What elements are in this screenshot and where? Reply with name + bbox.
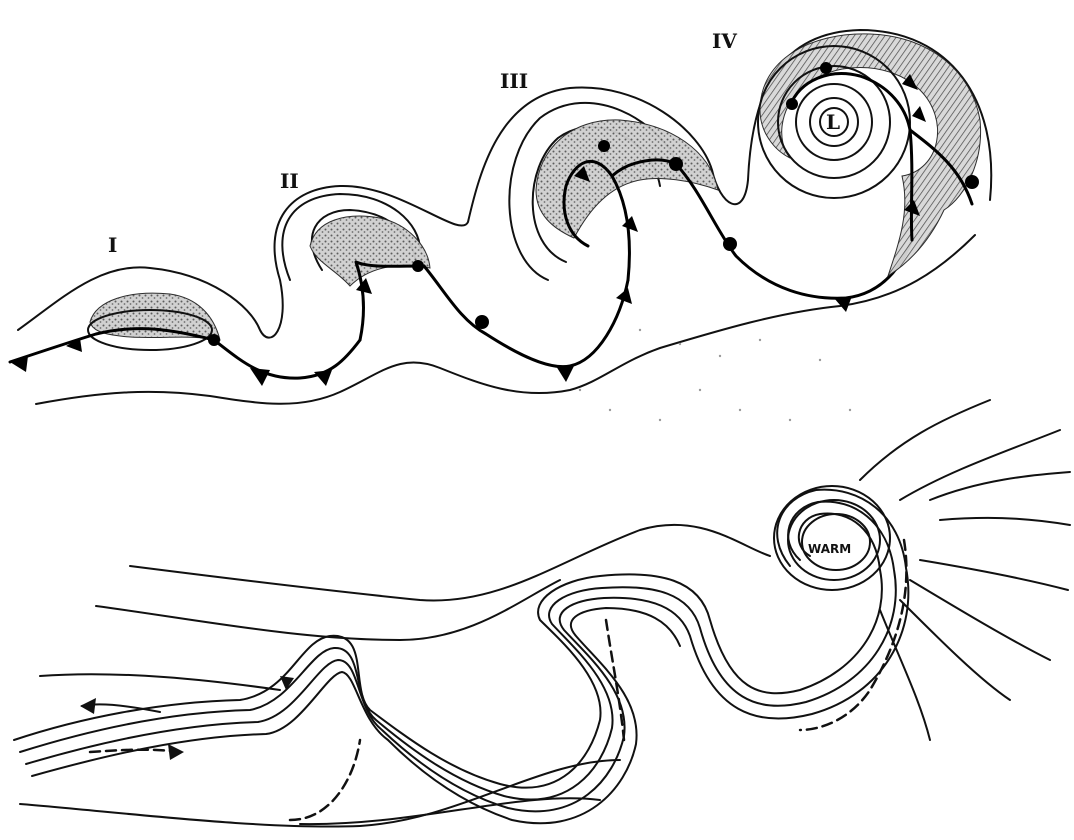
warm-front-semicircle bbox=[412, 260, 424, 272]
flowline-south-1 bbox=[20, 760, 620, 827]
isotherm-1 bbox=[14, 513, 882, 787]
stage-4-cyclone: L bbox=[758, 34, 981, 276]
stage-label-1: I bbox=[108, 233, 117, 257]
stage-1-cloud-band bbox=[90, 293, 220, 340]
low-pressure-label: L bbox=[826, 110, 840, 134]
stage-1-wave bbox=[10, 293, 220, 372]
flowline-east-7 bbox=[900, 600, 1010, 700]
flowline-north-1 bbox=[130, 525, 770, 601]
flowline-east-1 bbox=[860, 400, 990, 480]
isotherm-wave-panel: WARM bbox=[14, 400, 1070, 827]
flowline-east-3 bbox=[930, 472, 1070, 500]
cold-front-triangle bbox=[356, 278, 372, 294]
warm-front-semicircle bbox=[786, 98, 798, 110]
flow-dashed-1 bbox=[290, 740, 360, 820]
stage-label-3: III bbox=[500, 69, 528, 93]
flowline-east-8 bbox=[880, 610, 930, 740]
cold-front-triangle bbox=[556, 366, 574, 382]
flowline-south-2 bbox=[300, 798, 600, 824]
stage-3-wave bbox=[509, 103, 718, 280]
isotherm-2 bbox=[20, 502, 896, 800]
isotherm-3 bbox=[26, 490, 908, 812]
flowline-north-3 bbox=[40, 674, 280, 690]
cold-front-triangle bbox=[250, 368, 270, 386]
flowline-east-6 bbox=[910, 580, 1050, 660]
front-segment-1-2 bbox=[214, 340, 360, 378]
warm-sector-stipple bbox=[579, 329, 851, 421]
frontal-wave-panel: I II III IV bbox=[10, 29, 991, 421]
warm-front-semicircle bbox=[965, 175, 979, 189]
isotherm-4 bbox=[32, 608, 680, 823]
flowline-east-4 bbox=[940, 518, 1070, 525]
flowline-east-5 bbox=[920, 560, 1068, 590]
warm-air-label: WARM bbox=[808, 542, 851, 556]
cold-front-triangle bbox=[616, 288, 632, 304]
stage-2-wave bbox=[282, 194, 430, 340]
flowline-north-2 bbox=[96, 580, 560, 640]
arrow-head-east bbox=[168, 744, 184, 760]
front-segment-2-3 bbox=[424, 266, 628, 367]
flowline-east-2 bbox=[900, 430, 1060, 500]
stage-4-cloud-shield bbox=[760, 34, 981, 276]
warm-front-semicircle bbox=[598, 140, 610, 152]
stage-label-4: IV bbox=[712, 29, 737, 53]
cold-front-triangle bbox=[622, 216, 638, 232]
cold-front-triangle bbox=[912, 106, 926, 122]
stage-label-2: II bbox=[280, 169, 299, 193]
warm-front-semicircle bbox=[475, 315, 489, 329]
warm-front-semicircle bbox=[820, 62, 832, 74]
arrow-head-west bbox=[80, 698, 96, 714]
cold-front-triangle bbox=[314, 370, 332, 386]
warm-front-semicircle bbox=[723, 237, 737, 251]
